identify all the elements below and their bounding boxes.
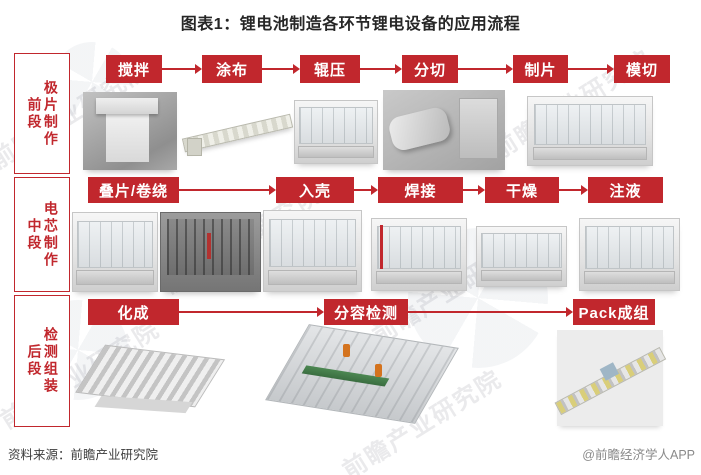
step-drying: 干燥 [485,177,559,203]
formation-machine-image [85,338,215,416]
stage-name: 检测组装 [42,327,59,395]
welding-machine-image [371,218,467,291]
pack-assembly-line-image [557,330,663,426]
flow-arrow [463,185,485,195]
slitting-machine-image [383,90,505,170]
flow-arrow [458,64,513,74]
step-welding: 焊接 [378,177,463,203]
step-roll-press: 辊压 [300,55,360,83]
flow-arrow [262,64,300,74]
flow-arrow [568,64,614,74]
flow-arrow [179,185,276,195]
step-casing: 入壳 [276,177,354,203]
step-capacity-testing: 分容检测 [324,299,408,325]
die-cutting-machine-image [527,96,653,166]
casing-machine-image [263,210,362,292]
step-die-cutting: 模切 [614,55,670,83]
step-mixing: 搅拌 [106,55,162,83]
stage-label: 后段 [26,344,43,378]
app-credit: @前瞻经济学人APP [582,448,695,462]
flow-arrow [162,64,202,74]
robot-arm-icon [342,344,350,357]
robot-arm-icon [374,364,382,377]
step-pack-assembly: Pack成组 [573,299,655,325]
capacity-testing-machine-image [282,326,442,426]
step-formation: 化成 [88,299,179,325]
machine-red-trim [379,224,383,269]
source-note: 资料来源：前瞻产业研究院 [8,448,159,462]
step-coating: 涂布 [202,55,262,83]
coating-machine-image [184,98,291,164]
winding-machine-image [160,212,261,292]
flow-arrow [354,185,378,195]
stage-name: 电芯制作 [42,200,59,269]
step-slitting: 分切 [402,55,458,83]
stage-label: 中段 [26,217,43,252]
stage-name: 极片制作 [42,79,59,148]
figure-title: 图表1：锂电池制造各环节锂电设备的应用流程 [180,16,521,33]
flow-arrow [360,64,402,74]
stage-box-back-section: 后段 检测组装 [14,295,70,427]
flow-arrow [408,307,573,317]
stage-box-middle-section: 中段 电芯制作 [14,177,70,292]
stage-label: 前段 [26,96,43,131]
flow-arrow [179,307,324,317]
flow-arrow [559,185,588,195]
stage-box-front-section: 前段 极片制作 [14,53,70,174]
roll-press-machine-image [294,100,378,164]
drying-machine-image [476,226,567,287]
step-sheeting: 制片 [513,55,568,83]
injection-machine-image [579,218,680,291]
stacking-machine-image [72,212,158,292]
step-stacking-winding: 叠片/卷绕 [88,177,179,203]
step-electrolyte-filling: 注液 [588,177,663,203]
mixing-machine-image [83,92,177,170]
